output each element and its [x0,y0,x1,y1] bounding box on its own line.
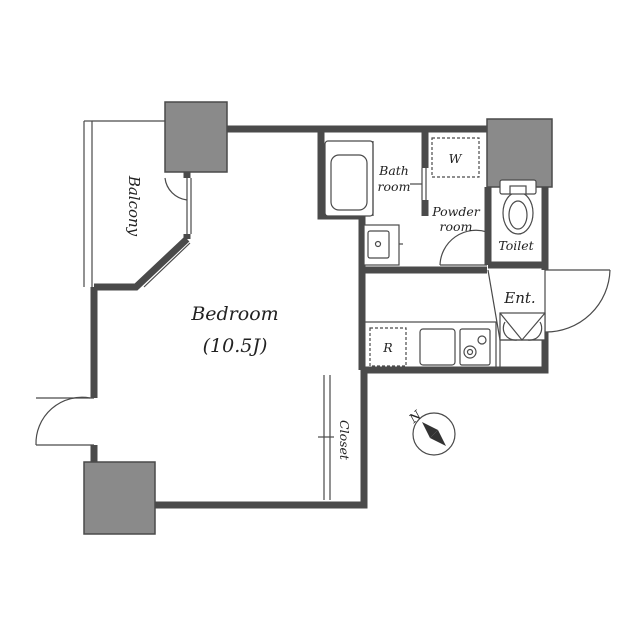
balcony-door[interactable] [139,177,192,288]
kitchen-counter [363,321,497,371]
powder-room-label-line1: Powder [431,204,481,219]
column-bottom-left [83,461,156,535]
washbasin [363,224,403,266]
closet-label: Closet [337,420,352,461]
balcony [83,120,165,287]
bathtub [324,140,374,217]
stove [459,328,491,366]
left-exterior-door[interactable] [35,396,94,446]
entrance-floor [499,339,546,371]
washer-label: W [449,151,463,166]
entrance-door[interactable] [544,269,611,333]
entrance-step-line [487,269,501,341]
bathroom-label-line2: room [378,179,411,194]
shoe-cabinet [499,312,546,341]
balcony-label: Balcony [125,175,143,237]
closet [318,375,334,500]
bedroom-label: Bedroom [190,303,278,325]
powder-room-door[interactable] [439,229,488,266]
toilet-label: Toilet [498,238,534,253]
compass [412,412,456,456]
washer-space [431,137,480,178]
refrigerator-space [369,327,407,367]
bedroom-size-label: (10.5J) [203,335,268,357]
toilet-fixture [499,179,537,235]
column-top-left [164,101,228,173]
powder-room-label-line2: room [440,219,473,234]
entrance-label: Ent. [503,289,535,307]
bathroom-label-line1: Bath [378,163,409,178]
column-top-right [486,118,553,188]
bath-door[interactable] [410,168,427,200]
kitchen-sink [419,328,456,366]
refrigerator-label: R [382,340,392,355]
outer-walls [90,125,549,509]
